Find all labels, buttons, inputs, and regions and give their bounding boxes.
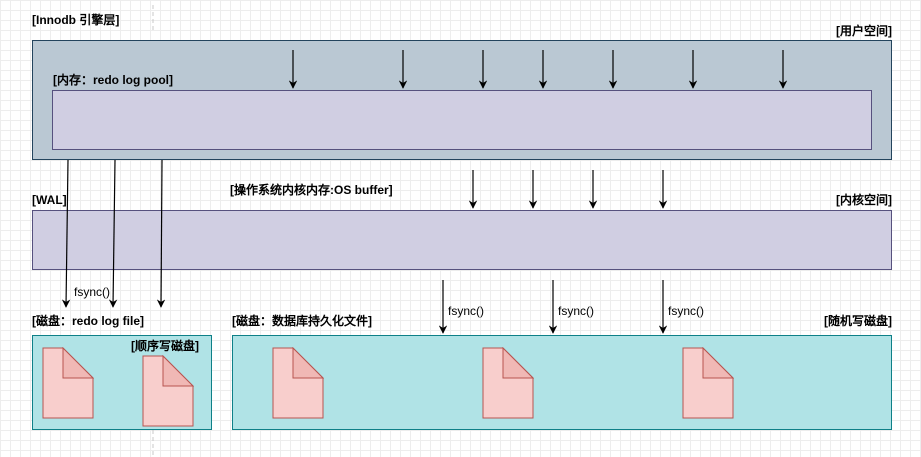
arrow-redo-3: [156, 159, 166, 308]
kernel-space-label: [内核空间]: [836, 193, 892, 207]
sequential-write-label: [顺序写磁盘]: [131, 339, 199, 353]
user-space-label: [用户空间]: [836, 24, 892, 38]
wal-label: [WAL]: [32, 193, 67, 207]
db-persistence-disk-box: [232, 335, 892, 430]
document-icon: [682, 347, 734, 419]
redo-disk-label: [磁盘：redo log file]: [32, 314, 144, 328]
fsync-label: fsync(): [448, 304, 484, 318]
memory-pool-label: [内存：redo log pool]: [53, 73, 173, 87]
os-buffer-label: [操作系统内核内存:OS buffer]: [230, 183, 393, 197]
arrow-redo-2: [108, 159, 118, 308]
random-write-label: [随机写磁盘]: [824, 314, 892, 328]
fsync-label: fsync(): [558, 304, 594, 318]
document-icon: [482, 347, 534, 419]
document-icon: [42, 347, 94, 419]
document-icon: [142, 355, 194, 427]
engine-layer-label: [Innodb 引擎层]: [32, 13, 120, 27]
kernel-os-buffer-box: [32, 210, 892, 270]
document-icon: [272, 347, 324, 419]
arrow-redo-1: [61, 159, 71, 308]
fsync-label: fsync(): [668, 304, 704, 318]
db-disk-label: [磁盘：数据库持久化文件]: [232, 314, 372, 328]
fsync-label: fsync(): [74, 285, 110, 299]
redo-log-pool-box: [52, 90, 872, 150]
